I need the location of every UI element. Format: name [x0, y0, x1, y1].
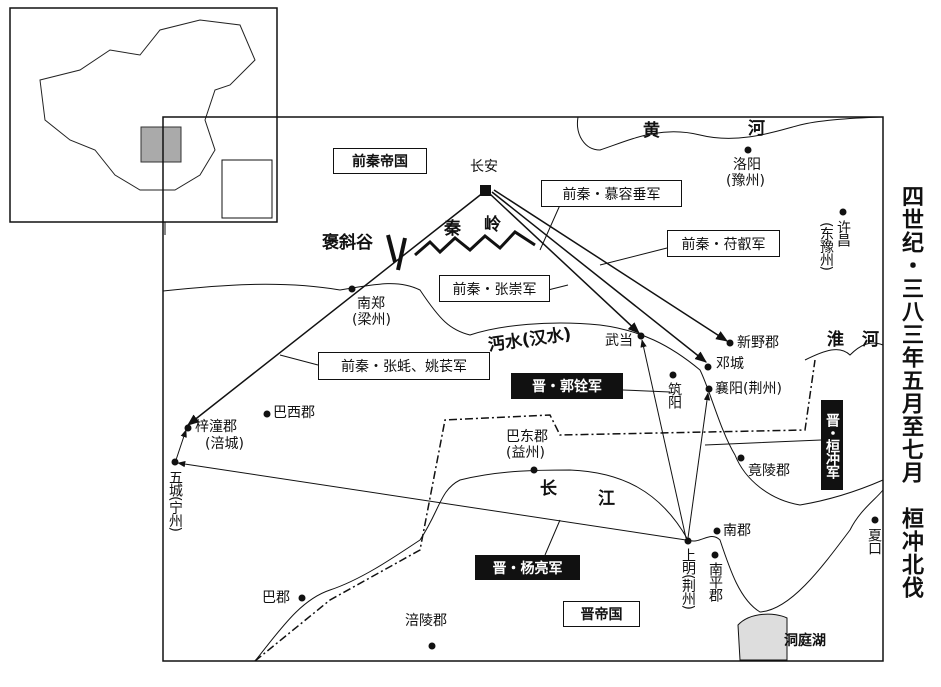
- han-river: [162, 283, 884, 506]
- huai-river: [804, 342, 884, 361]
- label-yangtze-1: 长: [540, 479, 557, 499]
- place-dongyuzhou: (东豫州): [818, 222, 834, 270]
- place-xuchang: 许昌: [835, 220, 851, 246]
- label-yellow-river-1: 黄: [643, 121, 660, 141]
- place-yuzhou: (豫州): [726, 173, 765, 189]
- place-zitong: 梓潼郡: [195, 419, 237, 435]
- arrow-huan-chong: [687, 392, 711, 539]
- army-label-guo-quan: 晋・郭铨军: [511, 373, 623, 399]
- inset-china-outline: [39, 19, 256, 191]
- state-label-jin: 晋帝国: [563, 601, 640, 627]
- arrow-guo-quan: [640, 339, 687, 539]
- leader-lines: [279, 204, 822, 556]
- dongting-lake: [737, 613, 788, 661]
- place-dengcheng: 邓城: [716, 356, 744, 372]
- place-dongting: 洞庭湖: [784, 633, 826, 649]
- place-yizhou: (益州): [506, 445, 545, 461]
- army-label-zhang-chong: 前秦・张崇军: [439, 275, 550, 302]
- army-label-fu-rui: 前秦・苻叡军: [667, 230, 780, 257]
- place-baxi: 巴西郡: [273, 405, 315, 421]
- place-zhuyang: 筑阳: [666, 382, 682, 408]
- place-bajun: 巴郡: [262, 590, 290, 606]
- army-label-yang-liang: 晋・杨亮军: [475, 555, 580, 580]
- inset-scs-box: [221, 159, 273, 219]
- place-badong: 巴东郡: [506, 429, 548, 445]
- yangtze-river: [254, 469, 884, 662]
- place-jingling: 竟陵郡: [748, 463, 790, 479]
- place-liangzhou: (梁州): [352, 312, 391, 328]
- qinling-mountains: [414, 230, 536, 257]
- label-yangtze-2: 江: [598, 489, 615, 509]
- changan-marker: [480, 185, 491, 196]
- map-title: 四世纪・三八三年五月至七月 桓冲北伐: [898, 185, 923, 599]
- arrow-wucheng-zitong: [175, 429, 187, 461]
- place-fuling: 涪陵郡: [405, 613, 447, 629]
- label-huai-river-1: 淮: [827, 330, 844, 350]
- place-luoyang: 洛阳: [733, 157, 761, 173]
- place-xiangyang: 襄阳(荆州): [715, 381, 782, 397]
- place-shangming: 上明(荆州): [680, 548, 696, 609]
- arrow-zhang-chong: [489, 193, 640, 334]
- label-baoxie-valley: 褒斜谷: [322, 233, 373, 253]
- baoxie-valley: [386, 234, 407, 271]
- label-yellow-river-2: 河: [748, 119, 765, 139]
- arrow-zhang-yao: [187, 191, 485, 426]
- main-map-frame: [162, 116, 884, 662]
- inset-highlight-region: [140, 126, 182, 163]
- label-qinling-2: 岭: [484, 215, 501, 235]
- army-label-murong-chui: 前秦・慕容垂军: [541, 180, 682, 207]
- place-xiakou: 夏口: [866, 528, 882, 554]
- city-dots: [171, 146, 879, 650]
- arrow-murong-chui: [491, 191, 707, 363]
- place-fucheng: (涪城): [205, 436, 244, 452]
- army-label-huan-chong: 晋・桓冲军: [821, 400, 843, 490]
- inset-map-frame: [9, 7, 278, 223]
- place-wucheng: 五城(宁州): [167, 470, 183, 531]
- place-nanjun: 南郡: [723, 523, 751, 539]
- army-label-zhang-yao: 前秦・张蚝、姚苌军: [318, 352, 490, 380]
- yellow-river: [576, 116, 884, 151]
- state-label-former-qin: 前秦帝国: [333, 148, 427, 174]
- place-nanzheng: 南郑: [357, 296, 385, 312]
- place-xinye: 新野郡: [737, 335, 779, 351]
- jin-qin-border: [254, 359, 816, 662]
- place-changan: 长安: [470, 159, 498, 175]
- label-qinling-1: 秦: [444, 219, 461, 239]
- arrow-yang-liang: [177, 460, 687, 541]
- label-huai-river-2: 河: [862, 330, 879, 350]
- place-wudang: 武当: [605, 333, 633, 349]
- arrow-fu-rui: [493, 189, 729, 342]
- place-nanping: 南平郡: [707, 562, 723, 601]
